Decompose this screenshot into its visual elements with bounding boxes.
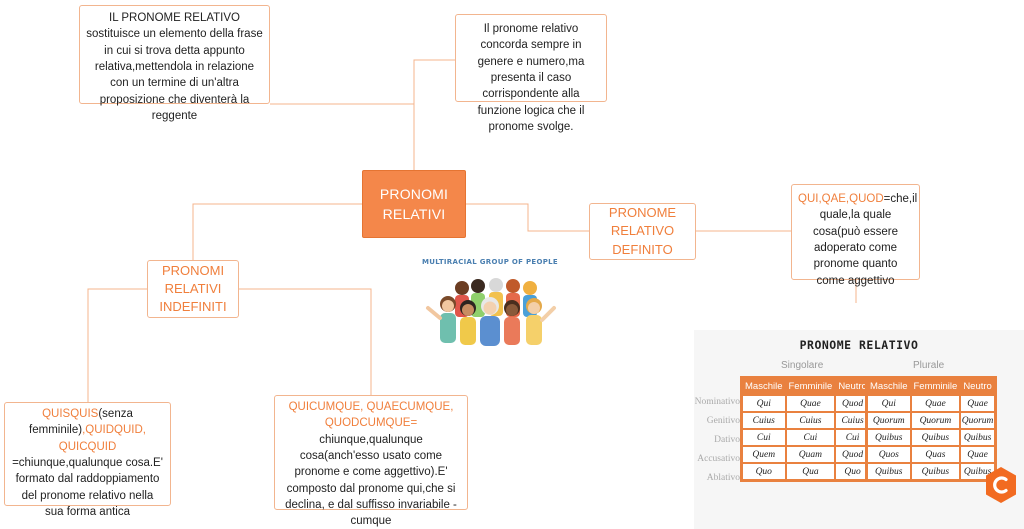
table-cell: Quae [910, 395, 961, 412]
column-header: Femminile [910, 378, 961, 395]
case-label: Dativo [714, 435, 740, 445]
definition-text: IL PRONOME RELATIVO sostituisce un eleme… [86, 12, 263, 122]
connector-indefiniti [192, 203, 362, 260]
table-cell: Quibus [910, 429, 961, 446]
column-header: Neutro [960, 378, 995, 395]
table-cell: Quibus [910, 463, 961, 480]
quidquid-highlight: ,QUIDQUID, QUICQUID [58, 424, 146, 453]
quicumque-box[interactable]: QUICUMQUE, QUAECUMQUE, QUODCUMQUE= chiun… [274, 395, 468, 527]
table-cell: Quae [960, 446, 995, 463]
definito-node[interactable]: PRONOME RELATIVO DEFINITO [589, 203, 696, 260]
quisquis-note: (senza femminile) [29, 408, 133, 437]
case-label: Nominativo [694, 397, 740, 407]
table-cell: Cui [742, 429, 786, 446]
indefiniti-label: PRONOMI RELATIVI INDEFINITI [159, 262, 227, 315]
central-topic-node[interactable]: PRONOMI RELATIVI [362, 170, 466, 238]
table-cell: Cuius [742, 412, 786, 429]
brand-logo-icon [986, 467, 1016, 503]
illustration-title: MULTIRACIAL GROUP OF PEOPLE [421, 258, 559, 266]
definition-box[interactable]: IL PRONOME RELATIVO sostituisce un eleme… [79, 5, 270, 122]
table-cell: Quo [742, 463, 786, 480]
group-of-people-icon [426, 278, 556, 346]
declension-panel: PRONOME RELATIVO Singolare Plurale Nomin… [694, 330, 1024, 529]
case-label: Accusativo [697, 454, 740, 464]
case-label: Ablativo [706, 473, 740, 483]
table-cell: Quos [867, 446, 911, 463]
table-cell: Quibus [960, 429, 995, 446]
definito-highlight: QUI,QAE,QUOD [798, 193, 884, 205]
connector-quicumque [239, 288, 372, 396]
connector-quisquis [87, 288, 147, 402]
table-cell: Quorum [910, 412, 961, 429]
table-cell: Quae [785, 395, 836, 412]
column-header: Femminile [785, 378, 836, 395]
column-header: Neutro [835, 378, 870, 395]
agreement-box[interactable]: Il pronome relativo concorda sempre in g… [455, 14, 607, 133]
quisquis-box[interactable]: QUISQUIS(senza femminile),QUIDQUID, QUIC… [4, 402, 171, 518]
definito-label: PRONOME RELATIVO DEFINITO [608, 205, 677, 257]
definito-detail-text: =che,il quale,la quale cosa(può essere a… [812, 193, 918, 287]
table-cell: Qua [785, 463, 836, 480]
table-cell: Qui [742, 395, 786, 412]
column-header: Maschile [867, 378, 911, 395]
quisquis-highlight: QUISQUIS [42, 408, 99, 420]
table-cell: Quibus [867, 463, 911, 480]
quicumque-text: chiunque,qualunque cosa(anch'esso usato … [285, 433, 457, 528]
definito-detail-box[interactable]: QUI,QAE,QUOD=che,il quale,la quale cosa(… [791, 184, 920, 287]
table-cell: Cui [785, 429, 836, 446]
table-cell: Quam [785, 446, 836, 463]
table-cell: Quorum [960, 412, 995, 429]
central-topic-label: PRONOMI RELATIVI [379, 185, 449, 222]
singular-label: Singolare [781, 360, 824, 371]
people-illustration: MULTIRACIAL GROUP OF PEOPLE [418, 258, 562, 350]
agreement-text: Il pronome relativo concorda sempre in g… [477, 23, 585, 133]
table-cell: Quem [742, 446, 786, 463]
plural-label: Plurale [913, 360, 945, 371]
table-cell: Qui [867, 395, 911, 412]
indefiniti-node[interactable]: PRONOMI RELATIVI INDEFINITI [147, 260, 239, 318]
column-header: Maschile [742, 378, 786, 395]
table-cell: Quibus [867, 429, 911, 446]
case-label: Genitivo [706, 416, 740, 426]
table-cell: Quorum [867, 412, 911, 429]
connector-definito [466, 203, 589, 232]
table-cell: Quae [960, 395, 995, 412]
connector-top-right [413, 59, 455, 170]
connector-top-left [270, 60, 415, 105]
quisquis-text: =chiunque,qualunque cosa.E' formato dal … [12, 456, 163, 518]
declension-title: PRONOME RELATIVO [799, 338, 919, 352]
table-cell: Quas [910, 446, 961, 463]
quicumque-highlight: QUICUMQUE, QUAECUMQUE, QUODCUMQUE= [288, 401, 454, 430]
table-cell: Cuius [785, 412, 836, 429]
